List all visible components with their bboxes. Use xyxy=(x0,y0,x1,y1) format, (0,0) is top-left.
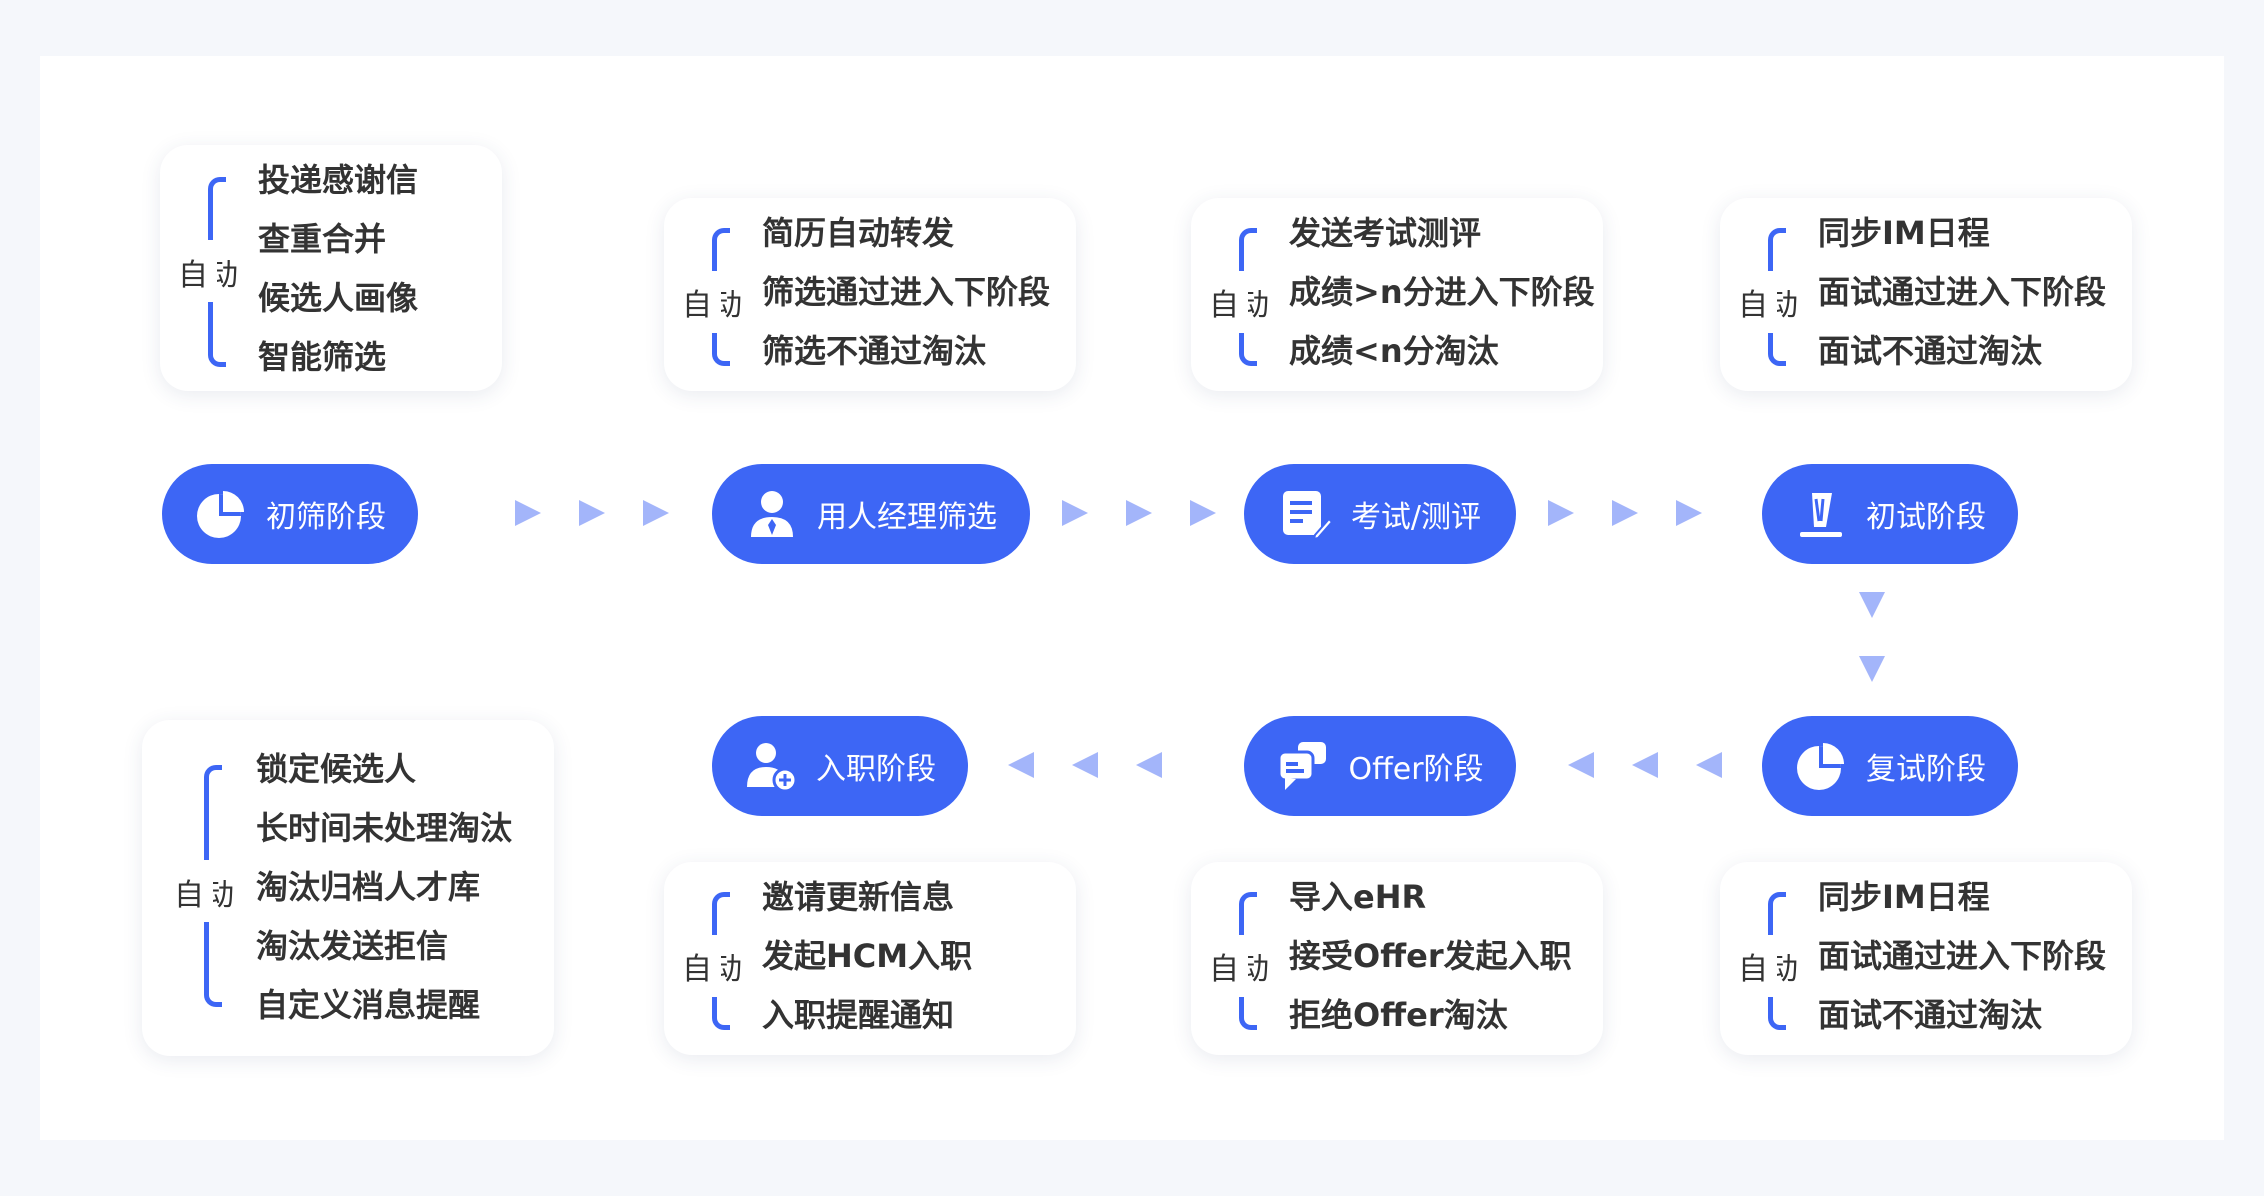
stage-label: 入职阶段 xyxy=(816,752,936,787)
list-item: 自定义消息提醒 xyxy=(256,986,481,1024)
list-item: 面试不通过淘汰 xyxy=(1818,332,2043,370)
stage-label: Offer阶段 xyxy=(1348,752,1484,787)
stage-second-interview: 复试阶段 xyxy=(1762,716,2018,816)
list-item: 面试通过进入下阶段 xyxy=(1818,937,2107,975)
add-user-icon xyxy=(744,739,798,793)
list-item: 筛选通过进入下阶段 xyxy=(762,273,1051,311)
list-item: 查重合并 xyxy=(258,220,387,258)
stage-hiring-manager: 用人经理筛选 xyxy=(712,464,1030,564)
arrow-left-icon xyxy=(1694,750,1724,780)
arrow-down-icon xyxy=(1857,654,1887,684)
stage-label: 初试阶段 xyxy=(1866,500,1986,535)
bracket-line xyxy=(709,228,730,366)
pencil-icon xyxy=(1794,487,1848,541)
arrow-left-icon xyxy=(1134,750,1164,780)
stage-label: 初筛阶段 xyxy=(266,500,386,535)
stage-onboarding: 入职阶段 xyxy=(712,716,968,816)
list-item: 邀请更新信息 xyxy=(762,878,955,916)
arrow-right-icon xyxy=(1060,498,1090,528)
arrow-down-icon xyxy=(1857,590,1887,620)
bracket-line xyxy=(1236,228,1257,366)
arrow-right-icon xyxy=(1124,498,1154,528)
edit-document-icon xyxy=(1279,487,1333,541)
list-item: 成绩>n分进入下阶段 xyxy=(1289,273,1595,311)
bracket-line xyxy=(1765,892,1786,1030)
arrow-right-icon xyxy=(1610,498,1640,528)
list-item: 面试不通过淘汰 xyxy=(1818,996,2043,1034)
list-item: 接受Offer发起入职 xyxy=(1289,937,1572,975)
list-item: 同步IM日程 xyxy=(1818,878,1990,916)
list-item: 淘汰归档人才库 xyxy=(256,868,481,906)
list-item: 锁定候选人 xyxy=(256,750,417,788)
card-exam-automation: 自动 发送考试测评 成绩>n分进入下阶段 成绩<n分淘汰 xyxy=(1191,198,1603,391)
arrow-right-icon xyxy=(641,498,671,528)
bracket-line xyxy=(1236,892,1257,1030)
arrow-right-icon xyxy=(513,498,543,528)
pie-chart-icon xyxy=(194,487,248,541)
stage-label: 考试/测评 xyxy=(1350,500,1482,535)
arrow-right-icon xyxy=(1546,498,1576,528)
list-item: 智能筛选 xyxy=(258,338,387,376)
stage-label: 复试阶段 xyxy=(1866,752,1986,787)
list-item: 筛选不通过淘汰 xyxy=(762,332,987,370)
stage-screen: 初筛阶段 xyxy=(162,464,418,564)
card-screen-automation: 自动 投递感谢信 查重合并 候选人画像 智能筛选 xyxy=(160,145,502,391)
list-item: 投递感谢信 xyxy=(258,161,419,199)
arrow-left-icon xyxy=(1006,750,1036,780)
card-second-interview-automation: 自动 同步IM日程 面试通过进入下阶段 面试不通过淘汰 xyxy=(1720,862,2132,1055)
list-item: 发起HCM入职 xyxy=(762,937,973,975)
bracket-line xyxy=(709,892,730,1030)
list-item: 简历自动转发 xyxy=(762,214,955,252)
list-item: 同步IM日程 xyxy=(1818,214,1990,252)
bracket-line xyxy=(201,765,222,1007)
chat-bubbles-icon xyxy=(1276,739,1330,793)
arrow-left-icon xyxy=(1070,750,1100,780)
card-hm-automation: 自动 简历自动转发 筛选通过进入下阶段 筛选不通过淘汰 xyxy=(664,198,1076,391)
user-icon xyxy=(745,487,799,541)
bracket-line xyxy=(1765,228,1786,366)
stage-label: 用人经理筛选 xyxy=(817,500,997,535)
list-item: 导入eHR xyxy=(1289,878,1427,916)
pie-chart-icon xyxy=(1794,739,1848,793)
stage-offer: Offer阶段 xyxy=(1244,716,1516,816)
list-item: 拒绝Offer淘汰 xyxy=(1289,996,1508,1034)
card-offer-automation: 自动 导入eHR 接受Offer发起入职 拒绝Offer淘汰 xyxy=(1191,862,1603,1055)
arrow-right-icon xyxy=(577,498,607,528)
list-item: 长时间未处理淘汰 xyxy=(256,809,513,847)
list-item: 发送考试测评 xyxy=(1289,214,1482,252)
card-onboarding-end-automation: 自动 锁定候选人 长时间未处理淘汰 淘汰归档人才库 淘汰发送拒信 自定义消息提醒 xyxy=(142,720,554,1056)
stage-first-interview: 初试阶段 xyxy=(1762,464,2018,564)
arrow-left-icon xyxy=(1630,750,1660,780)
bracket-line xyxy=(205,177,226,367)
list-item: 面试通过进入下阶段 xyxy=(1818,273,2107,311)
list-item: 入职提醒通知 xyxy=(762,996,955,1034)
arrow-right-icon xyxy=(1188,498,1218,528)
card-first-interview-automation: 自动 同步IM日程 面试通过进入下阶段 面试不通过淘汰 xyxy=(1720,198,2132,391)
arrow-left-icon xyxy=(1566,750,1596,780)
list-item: 候选人画像 xyxy=(258,279,419,317)
arrow-right-icon xyxy=(1674,498,1704,528)
list-item: 淘汰发送拒信 xyxy=(256,927,449,965)
card-onboarding-automation: 自动 邀请更新信息 发起HCM入职 入职提醒通知 xyxy=(664,862,1076,1055)
stage-exam: 考试/测评 xyxy=(1244,464,1516,564)
list-item: 成绩<n分淘汰 xyxy=(1289,332,1499,370)
